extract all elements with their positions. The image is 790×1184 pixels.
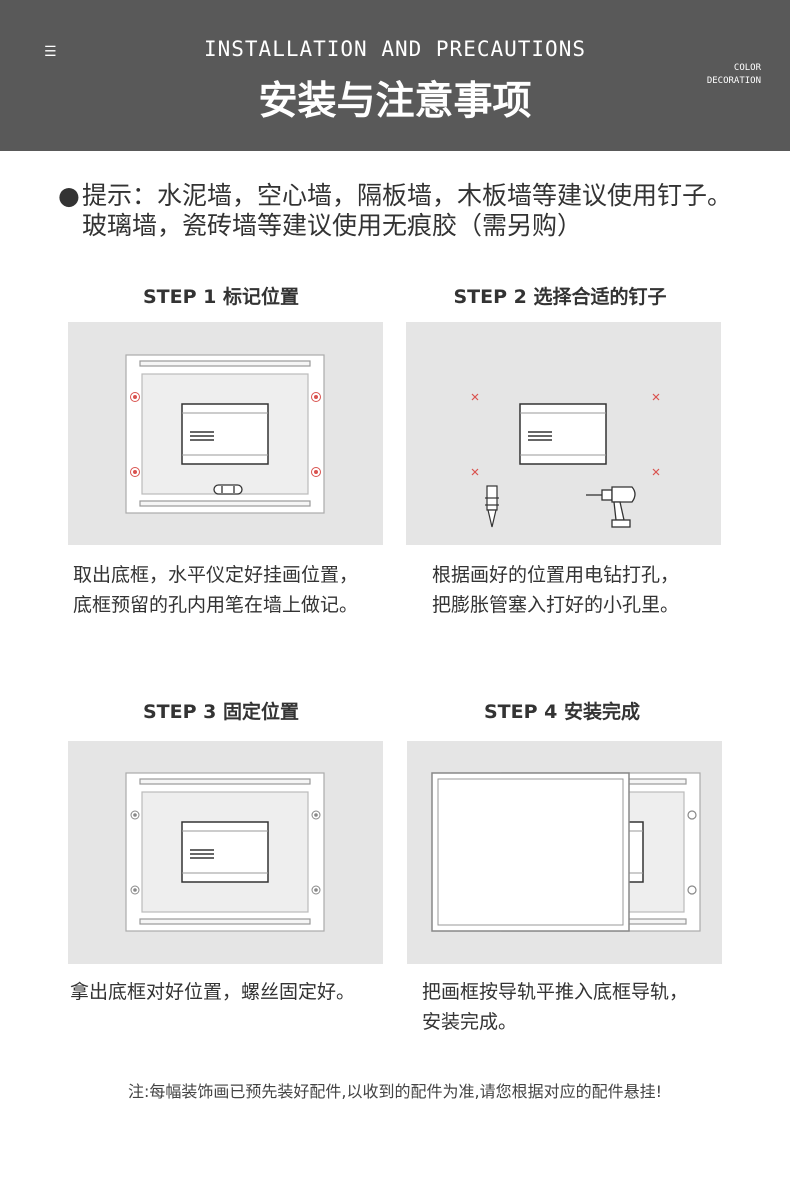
step1-description: 取出底框，水平仪定好挂画位置， 底框预留的孔内用笔在墙上做记。 — [73, 560, 358, 620]
brand-decoration-line2: DECORATION — [706, 76, 761, 86]
step3-description: 拿出底框对好位置，螺丝固定好。 — [70, 977, 355, 1007]
step3-desc-line1: 拿出底框对好位置，螺丝固定好。 — [70, 981, 356, 1003]
page-title-cn: 安装与注意事项 — [258, 79, 532, 124]
wall-plate-icon — [181, 403, 269, 465]
tip-text: 提示：水泥墙，空心墙，隔板墙，木板墙等建议使用钉子。玻璃墙，瓷砖墙等建议使用无痕… — [82, 181, 733, 240]
wall-anchor-icon — [485, 485, 499, 528]
step3-illustration — [68, 741, 383, 964]
level-tool-icon — [213, 484, 243, 495]
footer-note: 注:每幅装饰画已预先装好配件,以收到的配件为准,请您根据对应的配件悬挂! — [128, 1082, 662, 1101]
step2-description: 根据画好的位置用电钻打孔， 把膨胀管塞入打好的小孔里。 — [432, 560, 679, 620]
step2-desc-line1: 根据画好的位置用电钻打孔， — [432, 564, 680, 586]
step1-illustration — [68, 322, 383, 545]
page-title-en: INSTALLATION AND PRECAUTIONS — [203, 37, 586, 61]
step4-desc-line1: 把画框按导轨平推入底框导轨， — [422, 981, 689, 1003]
step2-title: STEP 2 选择合适的钉子 — [453, 286, 667, 308]
step2-illustration — [406, 322, 721, 545]
step4-title: STEP 4 安装完成 — [484, 701, 640, 723]
step1-desc-line2: 底框预留的孔内用笔在墙上做记。 — [73, 594, 359, 616]
step3-title: STEP 3 固定位置 — [143, 701, 299, 723]
wall-plate-icon — [519, 403, 607, 465]
step2-desc-line2: 把膨胀管塞入打好的小孔里。 — [432, 594, 680, 616]
step4-description: 把画框按导轨平推入底框导轨， 安装完成。 — [422, 977, 688, 1037]
header-banner: ☰ INSTALLATION AND PRECAUTIONS 安装与注意事项 C… — [0, 0, 790, 151]
drill-point-marks — [471, 393, 660, 476]
wall-plate-icon — [181, 821, 269, 883]
picture-frame-icon — [431, 772, 630, 932]
power-drill-icon — [586, 486, 636, 528]
step1-title: STEP 1 标记位置 — [143, 286, 299, 308]
menu-icon[interactable]: ☰ — [44, 44, 57, 60]
brand-decoration-line1: COLOR — [733, 63, 761, 73]
step4-illustration — [407, 741, 722, 964]
bullet-icon: ● — [58, 181, 80, 210]
step1-desc-line1: 取出底框，水平仪定好挂画位置， — [73, 564, 359, 586]
brand-decoration: COLOR DECORATION — [707, 62, 761, 88]
fixing-screws — [130, 810, 321, 895]
screw-hole-marks — [130, 392, 321, 477]
step4-desc-line2: 安装完成。 — [422, 1011, 518, 1033]
